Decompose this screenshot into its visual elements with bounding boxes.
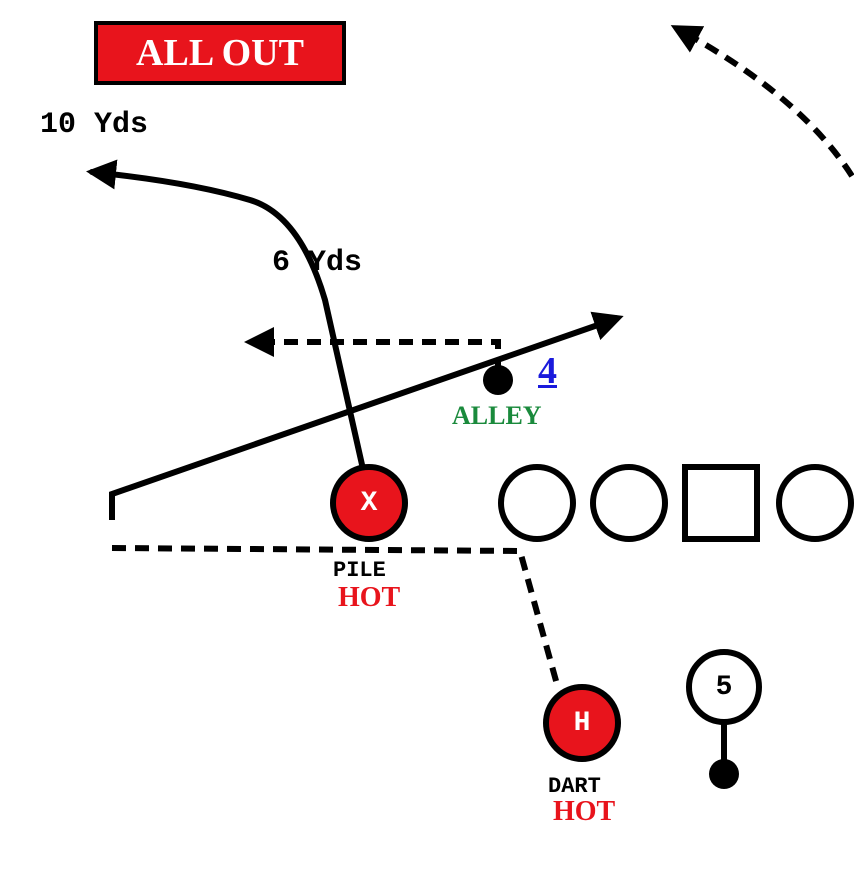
ten-yards-label: 10 Yds (40, 108, 149, 142)
crossing-route-arrow (109, 311, 624, 520)
alley-defender-dot (483, 365, 513, 395)
alley-number: 4 (538, 350, 557, 392)
x-player-circle (330, 464, 408, 542)
x-route-arrow (86, 159, 368, 481)
alley-label: ALLEY (452, 401, 542, 430)
six-yards-label: 6 Yds (272, 246, 363, 280)
h-player-circle (543, 684, 621, 762)
center-square (682, 464, 760, 542)
h-hot-label: HOT (553, 796, 616, 827)
pile-label: PILE (333, 558, 386, 583)
play-title: ALL OUT (136, 32, 304, 74)
dart-label: DART (548, 774, 601, 799)
h-player-letter: H (573, 707, 591, 739)
alley-dashed-route (244, 327, 501, 372)
player-five-circle (686, 649, 762, 725)
play-title-box: ALL OUT (94, 21, 346, 85)
offensive-lineman-1 (498, 464, 576, 542)
x-player-letter: X (360, 487, 378, 519)
player-five-dot (709, 759, 739, 789)
x-hot-label: HOT (338, 582, 401, 613)
offensive-lineman-4 (776, 464, 854, 542)
player-five-number: 5 (715, 671, 733, 703)
offensive-lineman-2 (590, 464, 668, 542)
top-right-dashed-arrow (670, 25, 854, 178)
